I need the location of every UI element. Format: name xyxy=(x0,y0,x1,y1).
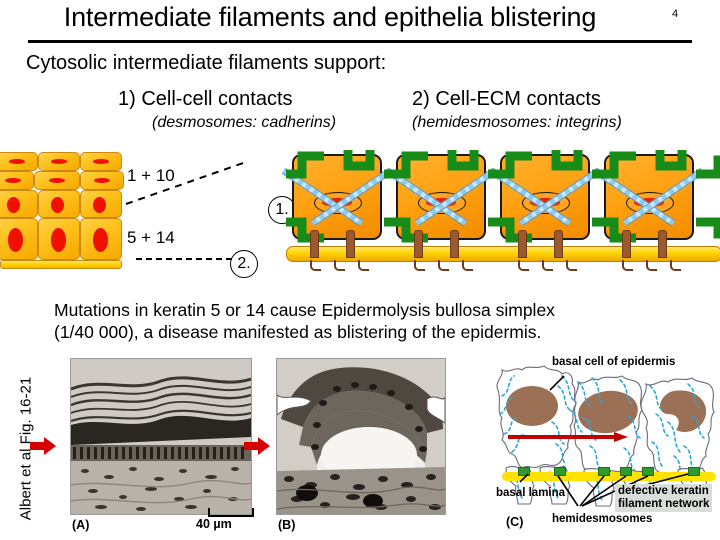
keratin-pair-suprabasal: 1 + 10 xyxy=(127,166,175,185)
stratified-epithelium-diagram xyxy=(0,152,124,269)
hemidesmosome-foot xyxy=(438,260,449,271)
defective-line-1: defective keratin xyxy=(618,485,709,497)
keratin-pair-basal: 5 + 14 xyxy=(127,228,175,247)
panel-a-label: (A) xyxy=(72,518,90,532)
intro-text: Cytosolic intermediate filaments support… xyxy=(26,52,387,74)
basal-lamina xyxy=(286,246,720,262)
panel-c-hemidesmosome xyxy=(620,467,632,476)
hemidesmosome-leg xyxy=(346,230,355,258)
page-title: Intermediate filaments and epithelia bli… xyxy=(63,2,597,32)
leader-line-2 xyxy=(136,258,232,264)
panel-c-hemidesmosome xyxy=(518,467,530,476)
mutation-text-line2: (1/40 000), a disease manifested as blis… xyxy=(54,322,542,342)
hemidesmosome-foot xyxy=(358,260,369,271)
panel-c-label-defective-network: defective keratin filament network xyxy=(615,484,713,512)
panel-c-label-hemidesmosomes: hemidesmosomes xyxy=(552,513,653,525)
hemidesmosome-leg xyxy=(554,230,563,258)
hemidesmosome-leg xyxy=(450,230,459,258)
hemidesmosome-foot xyxy=(542,260,553,271)
scale-bar xyxy=(208,508,254,517)
hemidesmosome-leg xyxy=(414,230,423,258)
epithelial-cell xyxy=(281,154,393,240)
hemidesmosome-foot xyxy=(310,260,321,271)
panel-c-hemidesmosome xyxy=(554,467,566,476)
arrow-to-panel-b-icon xyxy=(244,437,270,455)
panel-c-label: (C) xyxy=(506,515,524,529)
slide-number: 4 xyxy=(672,8,679,20)
hemidesmosome-leg xyxy=(622,230,631,258)
heading-cell-cell: 1) Cell-cell contacts xyxy=(118,88,293,110)
hemidesmosome-foot xyxy=(462,260,473,271)
arrow-to-panel-a-icon xyxy=(30,437,56,455)
hemidesmosome-foot xyxy=(622,260,633,271)
hemidesmosome-foot xyxy=(646,260,657,271)
title-divider xyxy=(28,40,692,43)
panel-c-split-arrow-icon xyxy=(508,432,628,442)
heading-cell-ecm: 2) Cell-ECM contacts xyxy=(412,88,601,110)
basal-lamina-left xyxy=(0,260,122,269)
hemidesmosome-foot xyxy=(334,260,345,271)
heading-cell-ecm-sub: (hemidesmosomes: integrins) xyxy=(412,114,622,131)
hemidesmosome-foot xyxy=(566,260,577,271)
marker-two: 2. xyxy=(230,250,258,278)
hemidesmosome-leg xyxy=(658,230,667,258)
leader-line-1 xyxy=(125,161,247,205)
scale-bar-label: 40 µm xyxy=(196,517,232,531)
panel-c-label-basal-cell: basal cell of epidermis xyxy=(552,356,676,368)
hemidesmosome-leg xyxy=(518,230,527,258)
panel-c-hemidesmosome xyxy=(598,467,610,476)
epithelial-adhesion-diagram xyxy=(281,148,720,272)
mutation-text-line1: Mutations in keratin 5 or 14 cause Epide… xyxy=(54,300,555,320)
heading-cell-cell-sub: (desmosomes: cadherins) xyxy=(152,114,337,131)
hemidesmosome-leg xyxy=(310,230,319,258)
panel-c-label-basal-lamina: basal lamina xyxy=(496,487,566,499)
hemidesmosome-foot xyxy=(670,260,681,271)
hemidesmosome-foot xyxy=(414,260,425,271)
defective-line-2: filament network xyxy=(618,498,710,510)
epithelial-cell xyxy=(489,154,601,240)
epithelial-cell xyxy=(385,154,497,240)
hemidesmosome-foot xyxy=(518,260,529,271)
epithelial-cell xyxy=(593,154,705,240)
panel-c-hemidesmosome xyxy=(642,467,654,476)
panel-b-label: (B) xyxy=(278,518,296,532)
micrograph-panel-b xyxy=(276,358,446,515)
panel-c-hemidesmosome xyxy=(688,467,700,476)
micrograph-panel-a xyxy=(70,358,252,515)
